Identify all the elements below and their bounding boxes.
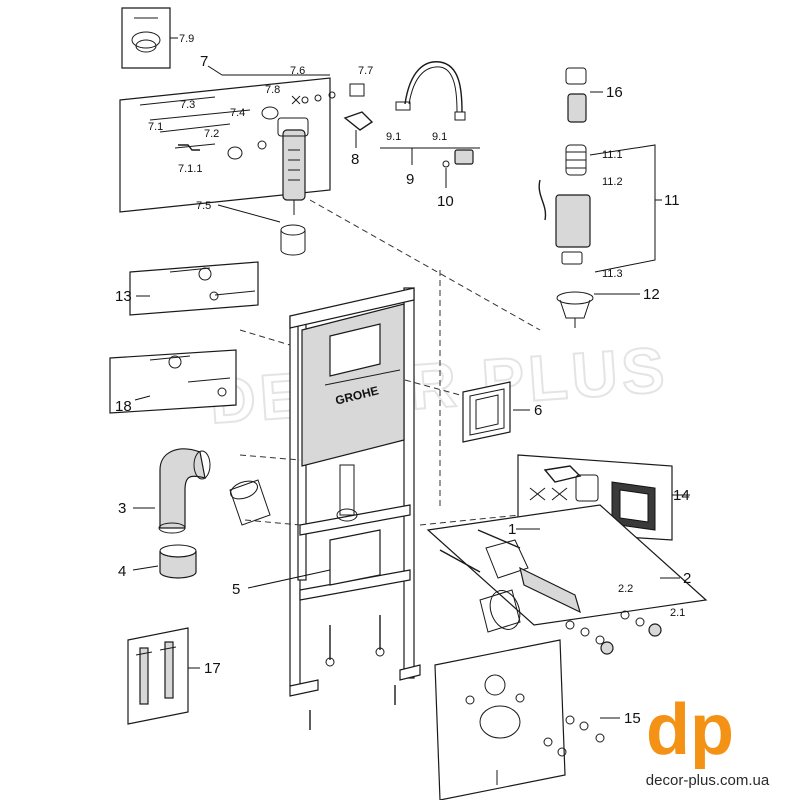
- label-1: 1: [508, 521, 516, 538]
- label-11: 11: [664, 192, 680, 209]
- label-7-7: 7.7: [358, 65, 373, 77]
- label-7: 7: [200, 53, 208, 70]
- part-7-panel: [119, 77, 365, 256]
- label-7-8: 7.8: [265, 84, 280, 96]
- label-2-2: 2.2: [618, 583, 633, 595]
- label-5: 5: [232, 581, 240, 598]
- label-17: 17: [204, 660, 221, 677]
- part-10-angle-valve: [442, 149, 474, 168]
- part-16-flush-cap: [565, 67, 587, 123]
- label-7-5: 7.5: [196, 200, 211, 212]
- part-8-bracket: [343, 111, 374, 131]
- part-3-pan-connector-bend: [158, 448, 211, 534]
- part-18-fixing-set: [109, 349, 237, 414]
- part-3-sleeve: [229, 479, 271, 526]
- label-9-1-right: 9.1: [432, 131, 447, 143]
- label-10: 10: [437, 193, 454, 210]
- label-11-2: 11.2: [602, 176, 623, 188]
- label-7-4: 7.4: [230, 107, 245, 119]
- label-7-3: 7.3: [180, 99, 195, 111]
- part-6-inspection-frame: [462, 381, 511, 443]
- watermark-text: DECOR PLUS: [207, 333, 670, 437]
- label-7-9: 7.9: [179, 33, 194, 45]
- label-9: 9: [406, 171, 414, 188]
- part-17-brackets: [127, 627, 189, 725]
- label-16: 16: [606, 84, 623, 101]
- label-8: 8: [351, 151, 359, 168]
- part-7-9-icon: [121, 7, 171, 69]
- installation-frame: [289, 287, 421, 730]
- label-3: 3: [118, 500, 126, 517]
- label-12: 12: [643, 286, 660, 303]
- part-12-valve-seat: [556, 291, 594, 328]
- part-15-insulation-mat: [434, 639, 605, 800]
- part-1-2-pipe-set: [426, 504, 708, 655]
- label-2-1: 2.1: [670, 607, 685, 619]
- label-14: 14: [673, 487, 690, 504]
- label-4: 4: [118, 563, 126, 580]
- label-7-1: 7.1: [148, 121, 163, 133]
- label-9-1-left: 9.1: [386, 131, 401, 143]
- part-13-fixing-set: [129, 261, 259, 316]
- decor-plus-logo: dp: [646, 690, 734, 770]
- part-9-hose: [395, 61, 466, 121]
- label-13: 13: [115, 288, 132, 305]
- label-18: 18: [115, 398, 132, 415]
- site-url-text: decor-plus.com.ua: [645, 772, 770, 789]
- part-4-cap: [159, 544, 197, 579]
- label-11-3: 11.3: [602, 268, 623, 280]
- label-7-2: 7.2: [204, 128, 219, 140]
- label-11-1: 11.1: [602, 149, 623, 161]
- part-11-flush-valve: [538, 144, 591, 265]
- label-7-6: 7.6: [290, 65, 305, 77]
- label-15: 15: [624, 710, 641, 727]
- label-7-1-1: 7.1.1: [178, 163, 202, 175]
- label-2: 2: [683, 570, 691, 587]
- label-6: 6: [534, 402, 542, 419]
- logo-letters: dp: [646, 690, 734, 770]
